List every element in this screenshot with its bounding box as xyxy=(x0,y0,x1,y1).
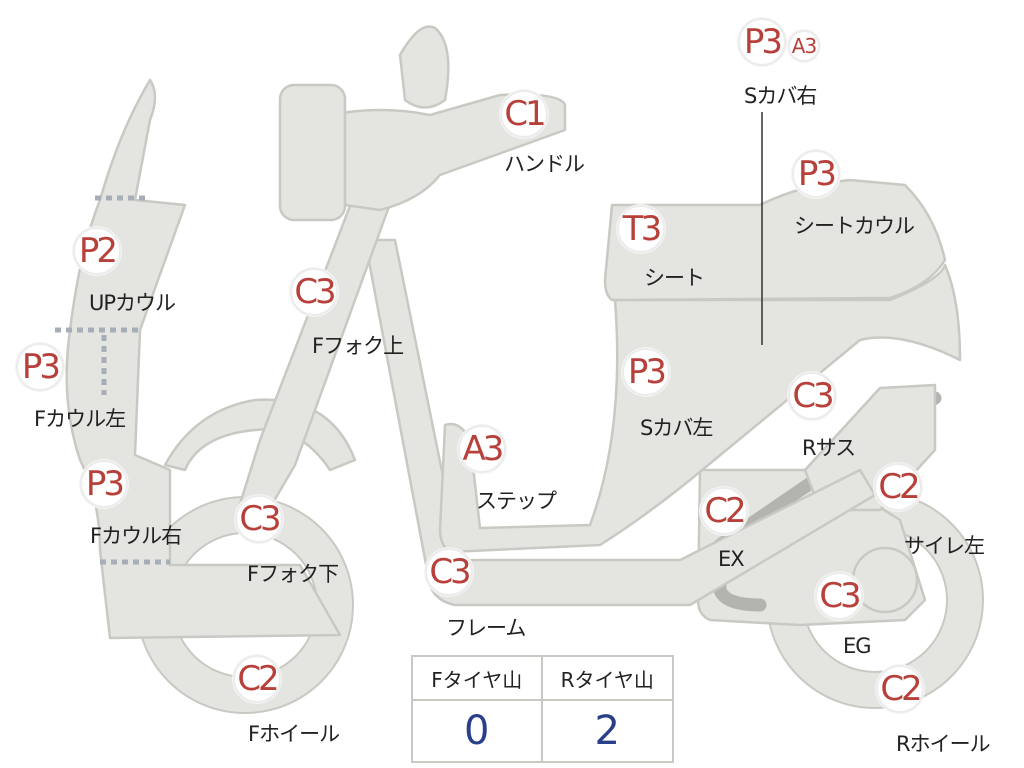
f-fork-upper-grade-badge: C3 xyxy=(290,268,338,316)
frame-grade-badge: C3 xyxy=(425,548,473,596)
tire-tread-table: Fタイヤ山 Rタイヤ山 0 2 xyxy=(411,655,674,763)
f-wheel-label: Fホイール xyxy=(248,722,340,746)
step-label: ステップ xyxy=(476,489,557,513)
front-cowl-shape xyxy=(65,78,342,640)
rear-tire-tread-value: 2 xyxy=(594,708,620,754)
seat-cowl-grade-badge: P3 xyxy=(792,150,840,198)
s-cover-left-grade-badge: P3 xyxy=(622,348,670,396)
silencer-left-grade-badge: C2 xyxy=(874,463,922,511)
r-wheel-label: Rホイール xyxy=(896,732,991,756)
f-fork-lower-grade-badge: C3 xyxy=(235,495,283,543)
silencer-left-label: サイレ左 xyxy=(904,534,985,558)
f-cowl-right-grade-badge: P3 xyxy=(80,460,128,508)
f-cowl-left-label: Fカウル左 xyxy=(34,407,126,431)
exhaust-grade-badge: C2 xyxy=(700,487,748,535)
s-cover-right-grade-badge: P3 xyxy=(738,18,786,66)
handle-grip-shape xyxy=(278,83,347,222)
exhaust-label: EX xyxy=(718,547,745,571)
mirror-shape xyxy=(398,25,450,109)
handle-label: ハンドル xyxy=(504,152,585,176)
body-shape xyxy=(438,263,962,554)
engine-grade-badge: C3 xyxy=(815,572,863,620)
f-cowl-left-grade-badge: P3 xyxy=(16,343,64,391)
s-cover-right-sub-grade-badge: A3 xyxy=(788,30,820,62)
s-cover-left-label: Sカバ左 xyxy=(640,416,713,440)
engine-label: EG xyxy=(843,634,872,658)
s-cover-right-label: Sカバ右 xyxy=(744,84,817,108)
f-wheel-grade-badge: C2 xyxy=(233,655,281,703)
f-fork-upper-label: Fフォク上 xyxy=(312,334,404,358)
up-cowl-grade-badge: P2 xyxy=(73,227,121,275)
f-cowl-right-label: Fカウル右 xyxy=(90,524,182,548)
seat-cowl-label: シートカウル xyxy=(794,214,915,238)
r-wheel-grade-badge: C2 xyxy=(876,665,924,713)
rear-tire-tread-header: Rタイヤ山 xyxy=(542,657,672,701)
step-grade-badge: A3 xyxy=(458,425,506,473)
up-cowl-label: UPカウル xyxy=(89,291,176,315)
frame-label: フレーム xyxy=(446,616,526,640)
front-tire-tread-value: 0 xyxy=(413,701,543,761)
seat-grade-badge: T3 xyxy=(617,205,665,253)
f-fork-lower-label: Fフォク下 xyxy=(247,562,339,586)
r-suspension-label: Rサス xyxy=(802,436,856,460)
r-suspension-grade-badge: C3 xyxy=(788,372,836,420)
seat-label: シート xyxy=(644,266,705,290)
front-tire-tread-header: Fタイヤ山 xyxy=(413,657,543,701)
handle-grade-badge: C1 xyxy=(500,90,548,138)
